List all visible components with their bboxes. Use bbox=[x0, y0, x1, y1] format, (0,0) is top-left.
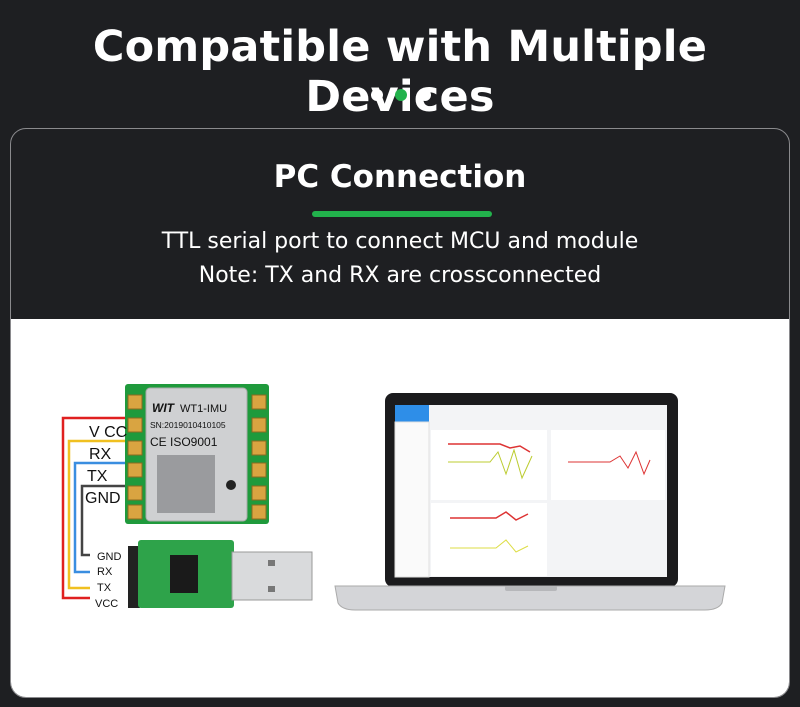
module-model: WT1-IMU bbox=[180, 403, 227, 415]
module-pin-tx: TX bbox=[87, 468, 108, 485]
module-pin-rx: RX bbox=[89, 446, 112, 463]
usb-pin-gnd: GND bbox=[97, 551, 122, 563]
wires bbox=[61, 416, 128, 600]
usb-pin-tx: TX bbox=[97, 582, 112, 594]
module-brand-logo: WIT bbox=[152, 401, 176, 415]
usb-ttl-adapter bbox=[128, 540, 313, 608]
carousel-dot[interactable] bbox=[371, 89, 383, 101]
wire-vcc bbox=[61, 416, 128, 600]
wire-rx bbox=[67, 439, 128, 590]
wire-tx bbox=[73, 461, 128, 574]
description-line-1: TTL serial port to connect MCU and modul… bbox=[161, 229, 639, 254]
usb-pin-rx: RX bbox=[97, 566, 113, 578]
carousel-dot[interactable] bbox=[419, 89, 431, 101]
imu-module: WIT WT1-IMU SN:2019010410105 CE ISO9001 bbox=[125, 384, 269, 524]
module-pin-vcc: V CC bbox=[89, 424, 127, 441]
qr-code bbox=[157, 455, 215, 513]
usb-pin-vcc: VCC bbox=[95, 598, 118, 610]
module-cert: CE ISO9001 bbox=[150, 435, 218, 449]
carousel-dot-active[interactable] bbox=[395, 89, 407, 101]
title-underline bbox=[312, 211, 492, 217]
description-line-2: Note: TX and RX are crossconnected bbox=[198, 263, 602, 288]
wire-gnd bbox=[80, 484, 128, 557]
laptop bbox=[334, 393, 726, 611]
module-serial: SN:2019010410105 bbox=[150, 420, 226, 430]
module-pin-gnd: GND bbox=[85, 490, 121, 507]
carousel-indicator bbox=[371, 89, 431, 101]
card-title: PC Connection bbox=[273, 159, 527, 195]
